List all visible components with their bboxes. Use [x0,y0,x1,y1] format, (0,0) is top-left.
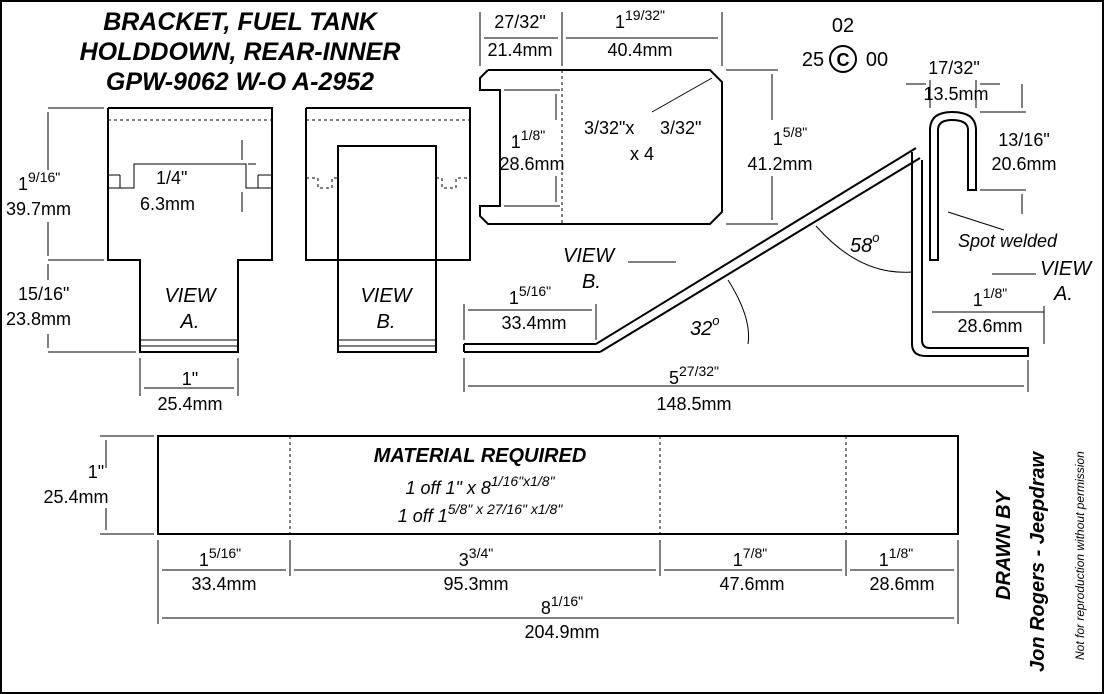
angle-32: 32o [690,279,750,345]
plate-part [479,69,723,225]
overall-dimension: 527/32" 148.5mm [463,358,1029,414]
left-lower-mm: 23.8mm [6,309,71,329]
left-height-inch: 19/16" [18,169,60,194]
copyright-mark: 02 25 C 00 [802,15,888,73]
top-a-mm: 21.4mm [487,40,552,60]
plate-inner-inch: 11/8" [511,127,545,152]
drawn-by-label: DRAWN BY [993,489,1015,600]
width-dimension: 1" 25.4mm [139,358,239,414]
total-mm: 204.9mm [524,622,599,642]
plate-top-dimension: 27/32" 21.4mm 119/32" 40.4mm [479,7,723,66]
chamfer-a: 3/32"x [584,118,634,138]
author-label: Jon Rogers - Jeepdraw [1027,450,1049,672]
notch-dimension: 1/4" 6.3mm [140,140,256,214]
total-inch: 81/16" [541,593,583,618]
left-height-mm: 39.7mm [6,199,71,219]
seg1-mm: 33.4mm [191,574,256,594]
right-foot-inch: 11/8" [973,285,1007,310]
width-inch: 1" [182,369,198,389]
seg1-inch: 15/16" [199,545,241,570]
view-a-indicator: VIEW A. [992,258,1093,305]
right-foot-dimension: 11/8" 28.6mm [932,285,1045,344]
view-b-indicator: VIEW B. [563,245,676,293]
hook-width-mm: 13.5mm [923,84,988,104]
seg2-mm: 95.3mm [443,574,508,594]
plate-inner-mm: 28.6mm [499,154,564,174]
top-b-mm: 40.4mm [607,40,672,60]
hook-width-dimension: 17/32" 13.5mm [906,58,1000,108]
plate-height-mm: 41.2mm [747,154,812,174]
copyright-left: 25 [802,49,824,71]
seg4-inch: 11/8" [879,545,913,570]
title-line-1: BRACKET, FUEL TANK [103,8,379,36]
width-mm: 25.4mm [157,394,222,414]
top-a-inch: 27/32" [494,12,545,32]
overall-mm: 148.5mm [656,394,731,414]
view-a-indicator-2: A. [1053,283,1073,305]
view-a-label-2: A. [180,311,200,333]
material-strip: MATERIAL REQUIRED 1 off 1" x 81/16"x1/8"… [157,435,959,535]
foot-dimension: 15/16" 33.4mm [463,283,597,340]
view-a-indicator-1: VIEW [1040,258,1093,280]
material-line-2: 1 off 15/8" x 27/16" x1/8" [398,501,564,526]
view-a-label-1: VIEW [164,285,217,307]
title-line-2: HOLDDOWN, REAR-INNER [80,38,401,66]
foot-inch: 15/16" [509,283,551,308]
view-b-indicator-2: B. [582,271,601,293]
strip-segment-dimensions: 15/16" 33.4mm 33/4" 95.3mm 17/8" 47.6mm … [157,540,959,642]
spot-welded-note: Spot welded [947,211,1058,251]
spot-welded-label: Spot welded [958,231,1058,251]
seg3-inch: 17/8" [733,545,767,570]
reproduction-notice: Not for reproduction without permission [1073,451,1087,660]
seg3-mm: 47.6mm [719,574,784,594]
hook-height-dimension: 13/16" 20.6mm [980,84,1057,214]
chamfer-b: 3/32" [660,118,701,138]
copyright-right: 00 [866,49,888,71]
hook-height-inch: 13/16" [998,130,1049,150]
view-b-part: VIEW B. [305,107,471,353]
hook-height-mm: 20.6mm [991,154,1056,174]
plate-height-inch: 15/8" [773,124,807,149]
view-a-part: VIEW A. [107,107,273,353]
copyright-circle-icon [829,45,857,73]
chamfer-note: 3/32"x 3/32" x 4 [584,77,713,164]
material-line-1: 1 off 1" x 81/16"x1/8" [405,473,555,498]
right-foot-mm: 28.6mm [957,316,1022,336]
copyright-top: 02 [832,15,854,37]
plate-inner-dimension: 11/8" 28.6mm [499,89,565,207]
chamfer-c: x 4 [630,144,654,164]
seg2-inch: 33/4" [459,545,493,570]
hook-width-inch: 17/32" [928,58,979,78]
notch-inch: 1/4" [156,168,187,188]
view-b-indicator-1: VIEW [563,245,616,267]
material-heading: MATERIAL REQUIRED [374,445,587,467]
plate-height-dimension: 15/8" 41.2mm [726,69,813,225]
top-b-inch: 119/32" [615,7,665,32]
strip-height-mm: 25.4mm [43,487,108,507]
angle-58: 58o [815,225,913,273]
left-height-dimension: 19/16" 39.7mm 15/16" 23.8mm [6,107,136,353]
notch-mm: 6.3mm [140,194,195,214]
strip-height-dimension: 1" 25.4mm [43,435,154,535]
seg4-mm: 28.6mm [869,574,934,594]
angle-upper-value: 58o [850,230,879,257]
angle-lower-value: 32o [690,313,719,340]
left-lower-inch: 15/16" [18,284,69,304]
strip-height-inch: 1" [88,462,104,482]
foot-mm: 33.4mm [501,313,566,333]
title-line-3: GPW-9062 W-O A-2952 [106,68,374,96]
view-b-label-2: B. [377,311,396,333]
side-profile-part [463,110,1029,357]
overall-inch: 527/32" [669,363,719,388]
copyright-symbol: C [837,50,850,70]
view-b-label-1: VIEW [360,285,413,307]
credits-block: DRAWN BY Jon Rogers - Jeepdraw Not for r… [993,450,1087,672]
